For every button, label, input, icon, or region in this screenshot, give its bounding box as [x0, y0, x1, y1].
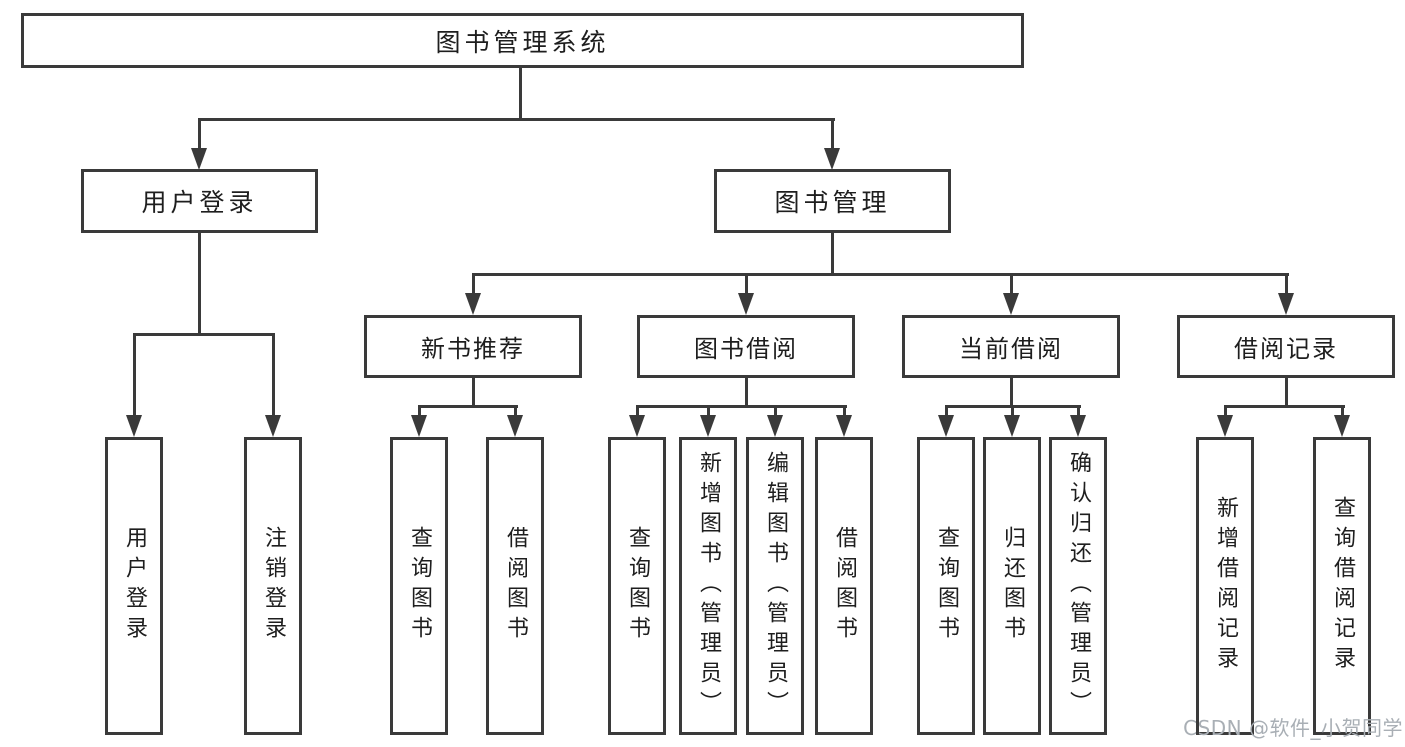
- node-borrow-records-label: 借阅记录: [1234, 335, 1338, 363]
- connector-line: [418, 405, 421, 417]
- connector-line: [1285, 273, 1288, 295]
- leaf-borrow-borrow-books-label: 借阅图书: [832, 526, 857, 646]
- connector-line: [636, 405, 639, 417]
- node-new-book-recommend: 新书推荐: [364, 315, 582, 378]
- connector-arrow: [507, 415, 523, 437]
- leaf-borrow-edit-books-admin: 编辑图书（管理员）: [746, 437, 804, 735]
- node-root-label: 图书管理系统: [435, 27, 610, 57]
- leaf-record-add-borrow-record: 新增借阅记录: [1196, 437, 1254, 735]
- leaf-user-login-label: 用户登录: [122, 526, 147, 646]
- connector-arrow: [738, 293, 754, 315]
- connector-line: [1285, 378, 1288, 408]
- node-new-book-recommend-label: 新书推荐: [421, 335, 525, 363]
- connector-line: [198, 118, 201, 150]
- leaf-borrow-edit-books-admin-label: 编辑图书（管理员）: [763, 451, 788, 721]
- connector-arrow: [265, 415, 281, 437]
- connector-arrow: [191, 148, 207, 170]
- node-book-management-label: 图书管理: [774, 188, 891, 217]
- connector-line: [418, 405, 518, 408]
- node-current-borrow-label: 当前借阅: [959, 335, 1063, 363]
- connector-arrow: [465, 293, 481, 315]
- connector-arrow: [836, 415, 852, 437]
- leaf-current-return-books: 归还图书: [983, 437, 1041, 735]
- leaf-current-return-books-label: 归还图书: [1000, 526, 1025, 646]
- connector-line: [472, 378, 475, 408]
- leaf-newbook-borrow-books-label: 借阅图书: [503, 526, 528, 646]
- connector-line: [514, 405, 517, 417]
- connector-line: [133, 333, 275, 336]
- leaf-current-query-books: 查询图书: [917, 437, 975, 735]
- leaf-record-query-borrow-record-label: 查询借阅记录: [1330, 496, 1355, 676]
- leaf-borrow-borrow-books: 借阅图书: [815, 437, 873, 735]
- connector-line: [1224, 405, 1227, 417]
- connector-line: [198, 118, 835, 121]
- leaf-borrow-query-books: 查询图书: [608, 437, 666, 735]
- connector-line: [472, 273, 475, 295]
- connector-line: [745, 273, 748, 295]
- leaf-user-login: 用户登录: [105, 437, 163, 735]
- connector-line: [945, 405, 948, 417]
- leaf-record-add-borrow-record-label: 新增借阅记录: [1213, 496, 1238, 676]
- node-borrow-records: 借阅记录: [1177, 315, 1395, 378]
- connector-arrow: [938, 415, 954, 437]
- leaf-borrow-query-books-label: 查询图书: [625, 526, 650, 646]
- leaf-current-confirm-return-admin: 确认归还（管理员）: [1049, 437, 1107, 735]
- connector-arrow: [1278, 293, 1294, 315]
- node-user-login: 用户登录: [81, 169, 318, 233]
- connector-line: [843, 405, 846, 417]
- connector-line: [1224, 405, 1345, 408]
- leaf-borrow-add-books-admin-label: 新增图书（管理员）: [696, 451, 721, 721]
- node-book-borrow: 图书借阅: [637, 315, 855, 378]
- connector-line: [198, 232, 201, 336]
- connector-arrow: [1334, 415, 1350, 437]
- connector-arrow: [824, 148, 840, 170]
- connector-arrow: [1004, 415, 1020, 437]
- node-user-login-label: 用户登录: [141, 188, 258, 217]
- connector-arrow: [767, 415, 783, 437]
- connector-line: [1341, 405, 1344, 417]
- connector-line: [1010, 378, 1013, 408]
- connector-line: [1011, 405, 1014, 417]
- leaf-newbook-borrow-books: 借阅图书: [486, 437, 544, 735]
- leaf-record-query-borrow-record: 查询借阅记录: [1313, 437, 1371, 735]
- leaf-newbook-query-books-label: 查询图书: [407, 526, 432, 646]
- connector-line: [636, 405, 847, 408]
- connector-arrow: [1217, 415, 1233, 437]
- connector-line: [831, 232, 834, 276]
- leaf-logout: 注销登录: [244, 437, 302, 735]
- node-book-borrow-label: 图书借阅: [694, 335, 798, 363]
- leaf-newbook-query-books: 查询图书: [390, 437, 448, 735]
- connector-arrow: [629, 415, 645, 437]
- connector-line: [1077, 405, 1080, 417]
- node-current-borrow: 当前借阅: [902, 315, 1120, 378]
- connector-arrow: [1070, 415, 1086, 437]
- connector-line: [745, 378, 748, 408]
- connector-line: [774, 405, 777, 417]
- connector-arrow: [1003, 293, 1019, 315]
- connector-line: [1010, 273, 1013, 295]
- connector-line: [707, 405, 710, 417]
- connector-line: [472, 273, 1289, 276]
- connector-line: [519, 68, 522, 120]
- connector-arrow: [411, 415, 427, 437]
- leaf-current-confirm-return-admin-label: 确认归还（管理员）: [1066, 451, 1091, 721]
- connector-line: [133, 333, 136, 417]
- leaf-logout-label: 注销登录: [261, 526, 286, 646]
- connector-line: [831, 118, 834, 150]
- watermark: CSDN @软件_小贺同学: [1183, 716, 1403, 740]
- leaf-borrow-add-books-admin: 新增图书（管理员）: [679, 437, 737, 735]
- connector-arrow: [700, 415, 716, 437]
- connector-arrow: [126, 415, 142, 437]
- connector-line: [272, 333, 275, 417]
- leaf-current-query-books-label: 查询图书: [934, 526, 959, 646]
- node-root: 图书管理系统: [21, 13, 1024, 68]
- node-book-management: 图书管理: [714, 169, 951, 233]
